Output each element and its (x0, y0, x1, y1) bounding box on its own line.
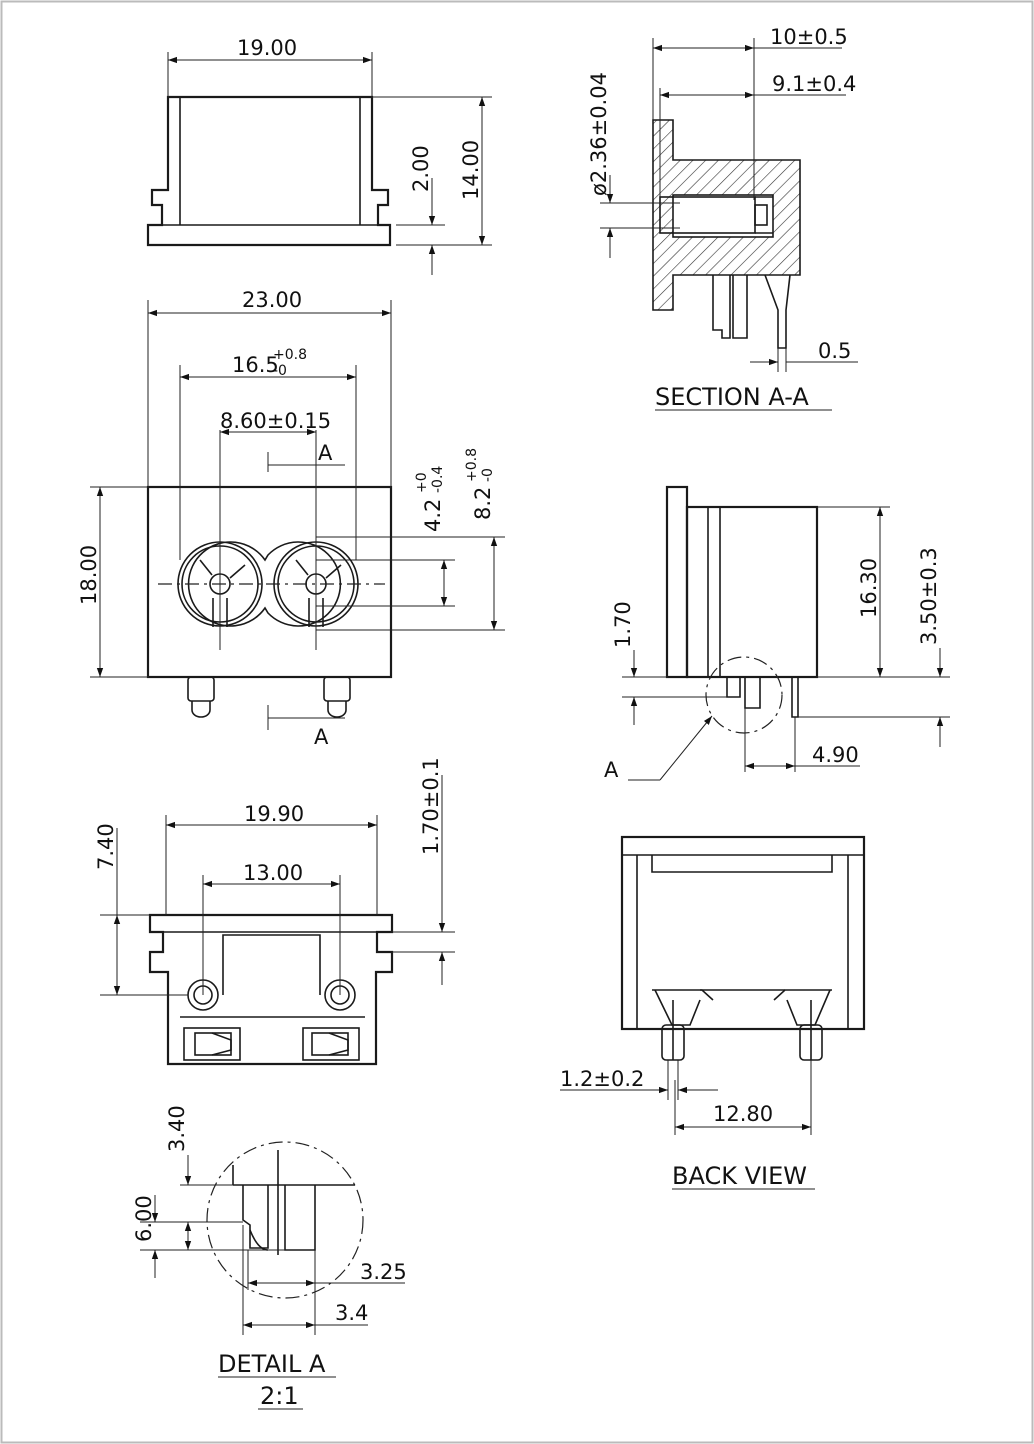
dim-front-slot-tol-low: -0.4 (430, 466, 446, 493)
dim-front-slot: 4.2 (421, 499, 445, 532)
front-view: 23.00 16.5 +0.8 -0 8.60±0.15 A A 18.00 4… (77, 288, 505, 749)
dim-section-05: 0.5 (818, 339, 851, 363)
top-view: 19.00 2.00 14.00 (146, 36, 492, 275)
dim-bottom-170: 1.70±0.1 (419, 757, 443, 855)
dim-detail-325: 3.25 (360, 1260, 407, 1284)
dim-bottom-740: 7.40 (94, 823, 118, 870)
dim-section-pin-dia: ø2.36±0.04 (587, 72, 611, 196)
dim-front-height: 18.00 (77, 545, 101, 605)
detail-scale: 2:1 (260, 1382, 299, 1410)
socket-outline (187, 541, 342, 627)
dim-side-350: 3.50±0.3 (917, 547, 941, 645)
detail-title: DETAIL A (218, 1350, 326, 1378)
dim-back-1280: 12.80 (713, 1102, 773, 1126)
dim-front-inner-tol-low: -0 (273, 363, 287, 379)
dim-front-slot-tol-up: +0 (414, 472, 430, 493)
dim-side-1630: 16.30 (857, 558, 881, 618)
dim-top-step: 2.00 (409, 145, 433, 192)
dim-front-opening-tol-low: -0 (480, 468, 496, 482)
section-mark-bottom: A (314, 725, 329, 749)
section-mark-top: A (318, 441, 333, 465)
bottom-view-outline (148, 913, 394, 1066)
dim-detail-340: 3.40 (165, 1105, 189, 1152)
dim-front-inner-tol: +0.8 (273, 347, 307, 363)
top-view-body-outline (146, 95, 392, 247)
dim-section-10: 10±0.5 (770, 25, 848, 49)
dim-detail-600: 6.00 (132, 1195, 156, 1242)
dim-front-opening-tol-up: +0.8 (464, 448, 480, 482)
dim-side-490: 4.90 (812, 743, 859, 767)
dim-top-height: 14.00 (459, 140, 483, 200)
detail-view: 3.40 6.00 3.25 3.4 DETAIL A 2:1 (132, 1105, 407, 1410)
dim-back-12: 1.2±0.2 (560, 1067, 644, 1091)
back-view-title: BACK VIEW (672, 1162, 807, 1190)
dim-side-170: 1.70 (611, 601, 635, 648)
side-view: A 16.30 3.50±0.3 1.70 4.90 (604, 485, 950, 782)
dim-bottom-1990: 19.90 (244, 802, 304, 826)
front-view-body (146, 485, 393, 679)
detail-view-circle (206, 1141, 364, 1299)
detail-ref-label: A (604, 758, 619, 782)
dim-detail-34: 3.4 (335, 1301, 368, 1325)
dim-section-9: 9.1±0.4 (772, 72, 856, 96)
back-view: 1.2±0.2 12.80 BACK VIEW (560, 835, 866, 1190)
dim-front-width: 23.00 (242, 288, 302, 312)
bottom-view: 19.90 13.00 7.40 1.70±0.1 (94, 757, 455, 1066)
section-title: SECTION A-A (655, 383, 809, 411)
dim-top-width: 19.00 (237, 36, 297, 60)
dim-front-opening: 8.2 (471, 487, 495, 520)
section-view: 10±0.5 9.1±0.4 ø2.36±0.04 0.5 SECTION A-… (587, 25, 858, 411)
detail-a-circle (705, 656, 783, 734)
dim-front-pitch: 8.60±0.15 (220, 409, 331, 433)
dim-bottom-1300: 13.00 (243, 861, 303, 885)
dim-front-inner: 16.5 (232, 353, 279, 377)
